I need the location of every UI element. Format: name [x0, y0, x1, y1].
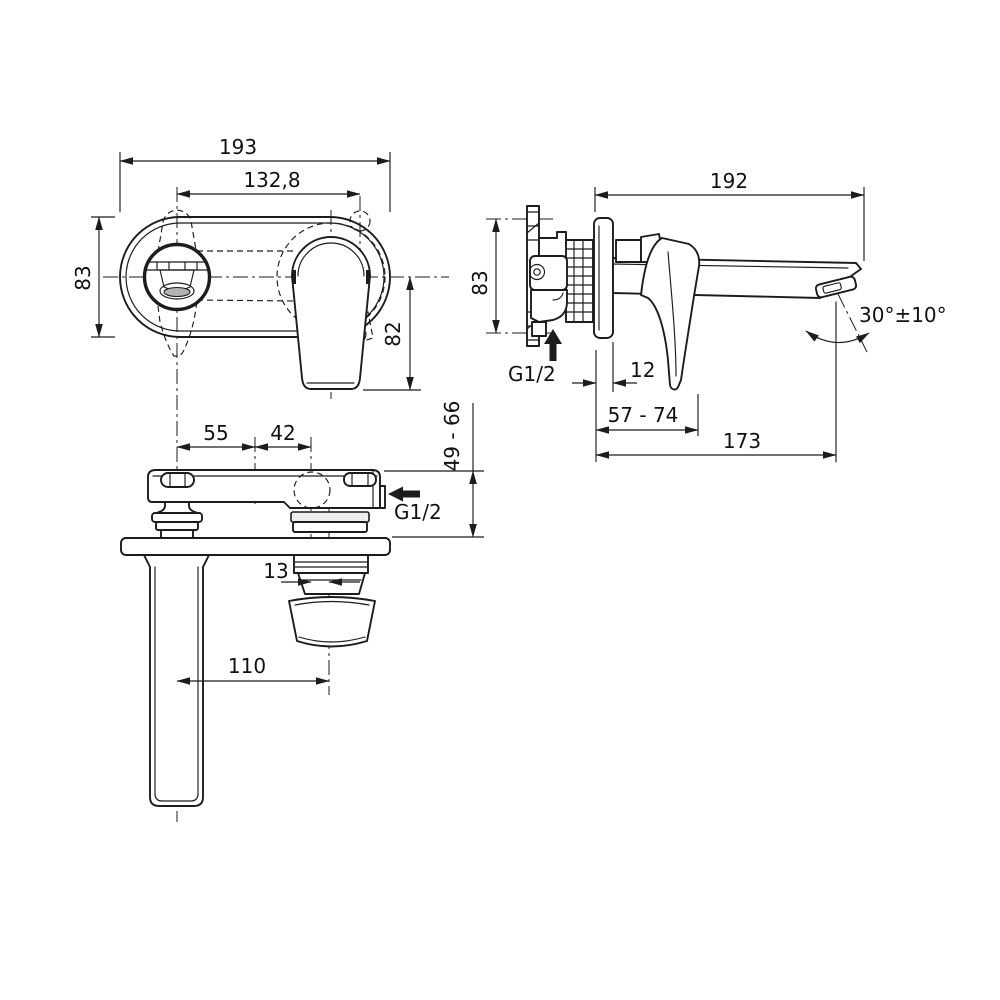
dim-label-83-side: 83 [468, 270, 492, 295]
dim-wall-adjustment: 49 - 66 [384, 401, 484, 538]
dim-label-132-8: 132,8 [243, 168, 300, 192]
dim-body-to-handle: 42 [254, 421, 312, 451]
up-arrow-icon [544, 329, 562, 361]
handle-mount [615, 239, 642, 263]
mounting-body-bar [147, 469, 381, 509]
dim-plate-depth: 12 [572, 342, 655, 462]
spout-tube-top-view [143, 554, 210, 807]
spout-outlet-circle [142, 242, 212, 312]
dim-label-82: 82 [381, 321, 405, 346]
spray-angle-annotation: 30°±10° [805, 293, 947, 463]
dim-spout-projection: 192 [594, 169, 865, 261]
dim-label-55: 55 [203, 421, 228, 445]
oval-wall-plate [119, 216, 391, 338]
top-view: 55 42 49 - 66 G1/2 13 110 [120, 401, 484, 807]
tube-inner-bottom [154, 794, 199, 802]
dim-outlet-offset: 13 [263, 559, 360, 586]
spout-mount-stack [151, 501, 203, 539]
aerator-rim [159, 282, 195, 300]
dim-label-83-front: 83 [71, 265, 95, 290]
dim-label-13: 13 [263, 559, 288, 583]
right-clamp-slot [343, 472, 377, 487]
dim-label-173: 173 [723, 429, 761, 453]
lever-handle-side [640, 237, 701, 391]
hidden-handle-bore [293, 471, 331, 509]
dim-front-height: 83 [71, 216, 115, 338]
fixing-screw [528, 263, 546, 281]
dim-label-inlet-thread: G1/2 [508, 362, 556, 386]
aerator-side [814, 275, 858, 299]
lever-handle-front [291, 236, 371, 390]
outlet-nozzle [293, 554, 369, 595]
dim-label-193: 193 [219, 135, 257, 159]
dim-front-overall-width: 193 [119, 135, 391, 212]
oval-wall-plate-inner [125, 222, 385, 332]
lever-face-edge [667, 251, 677, 377]
left-clamp-slot [160, 472, 195, 488]
hidden-body-edge [196, 299, 296, 302]
aerator-ellipse [163, 286, 191, 298]
dim-label-57-74: 57 - 74 [608, 403, 679, 427]
dim-spout-to-body: 55 [176, 421, 256, 451]
left-arrow-icon [388, 486, 420, 502]
dim-outlet-reach: 173 [595, 429, 837, 459]
concealed-valve-body [528, 231, 594, 337]
escutcheon-plate [593, 217, 614, 339]
outlet-mount-stack [290, 511, 370, 533]
dim-concealed-depth: 57 - 74 [595, 394, 699, 436]
wall-plate-top-view [120, 537, 391, 556]
dim-label-outlet-thread: G1/2 [394, 500, 442, 524]
dim-label-110: 110 [228, 654, 266, 678]
inlet-stub [531, 321, 547, 337]
side-view: 30°±10° 192 83 G1/2 12 [468, 169, 947, 463]
hidden-spout-body [155, 209, 198, 357]
dim-label-42: 42 [270, 421, 295, 445]
dim-label-12: 12 [630, 358, 655, 382]
dim-spout-to-outlet: 110 [176, 654, 330, 685]
dim-label-192: 192 [710, 169, 748, 193]
side-inlet-lip [379, 485, 386, 509]
inlet-thread-annotation: G1/2 [508, 329, 562, 386]
dim-front-handle-height: 82 [363, 276, 421, 391]
dim-front-centres: 132,8 [176, 168, 361, 198]
front-view: 193 132,8 83 82 [71, 135, 449, 822]
lever-handle-inner-arc [297, 242, 365, 277]
dim-label-spray-angle: 30°±10° [859, 303, 947, 327]
dim-side-height: 83 [468, 218, 500, 334]
outlet-thread-annotation: G1/2 [388, 486, 442, 524]
dim-label-49-66: 49 - 66 [440, 401, 464, 472]
aerator-cup-top-view [288, 596, 376, 648]
